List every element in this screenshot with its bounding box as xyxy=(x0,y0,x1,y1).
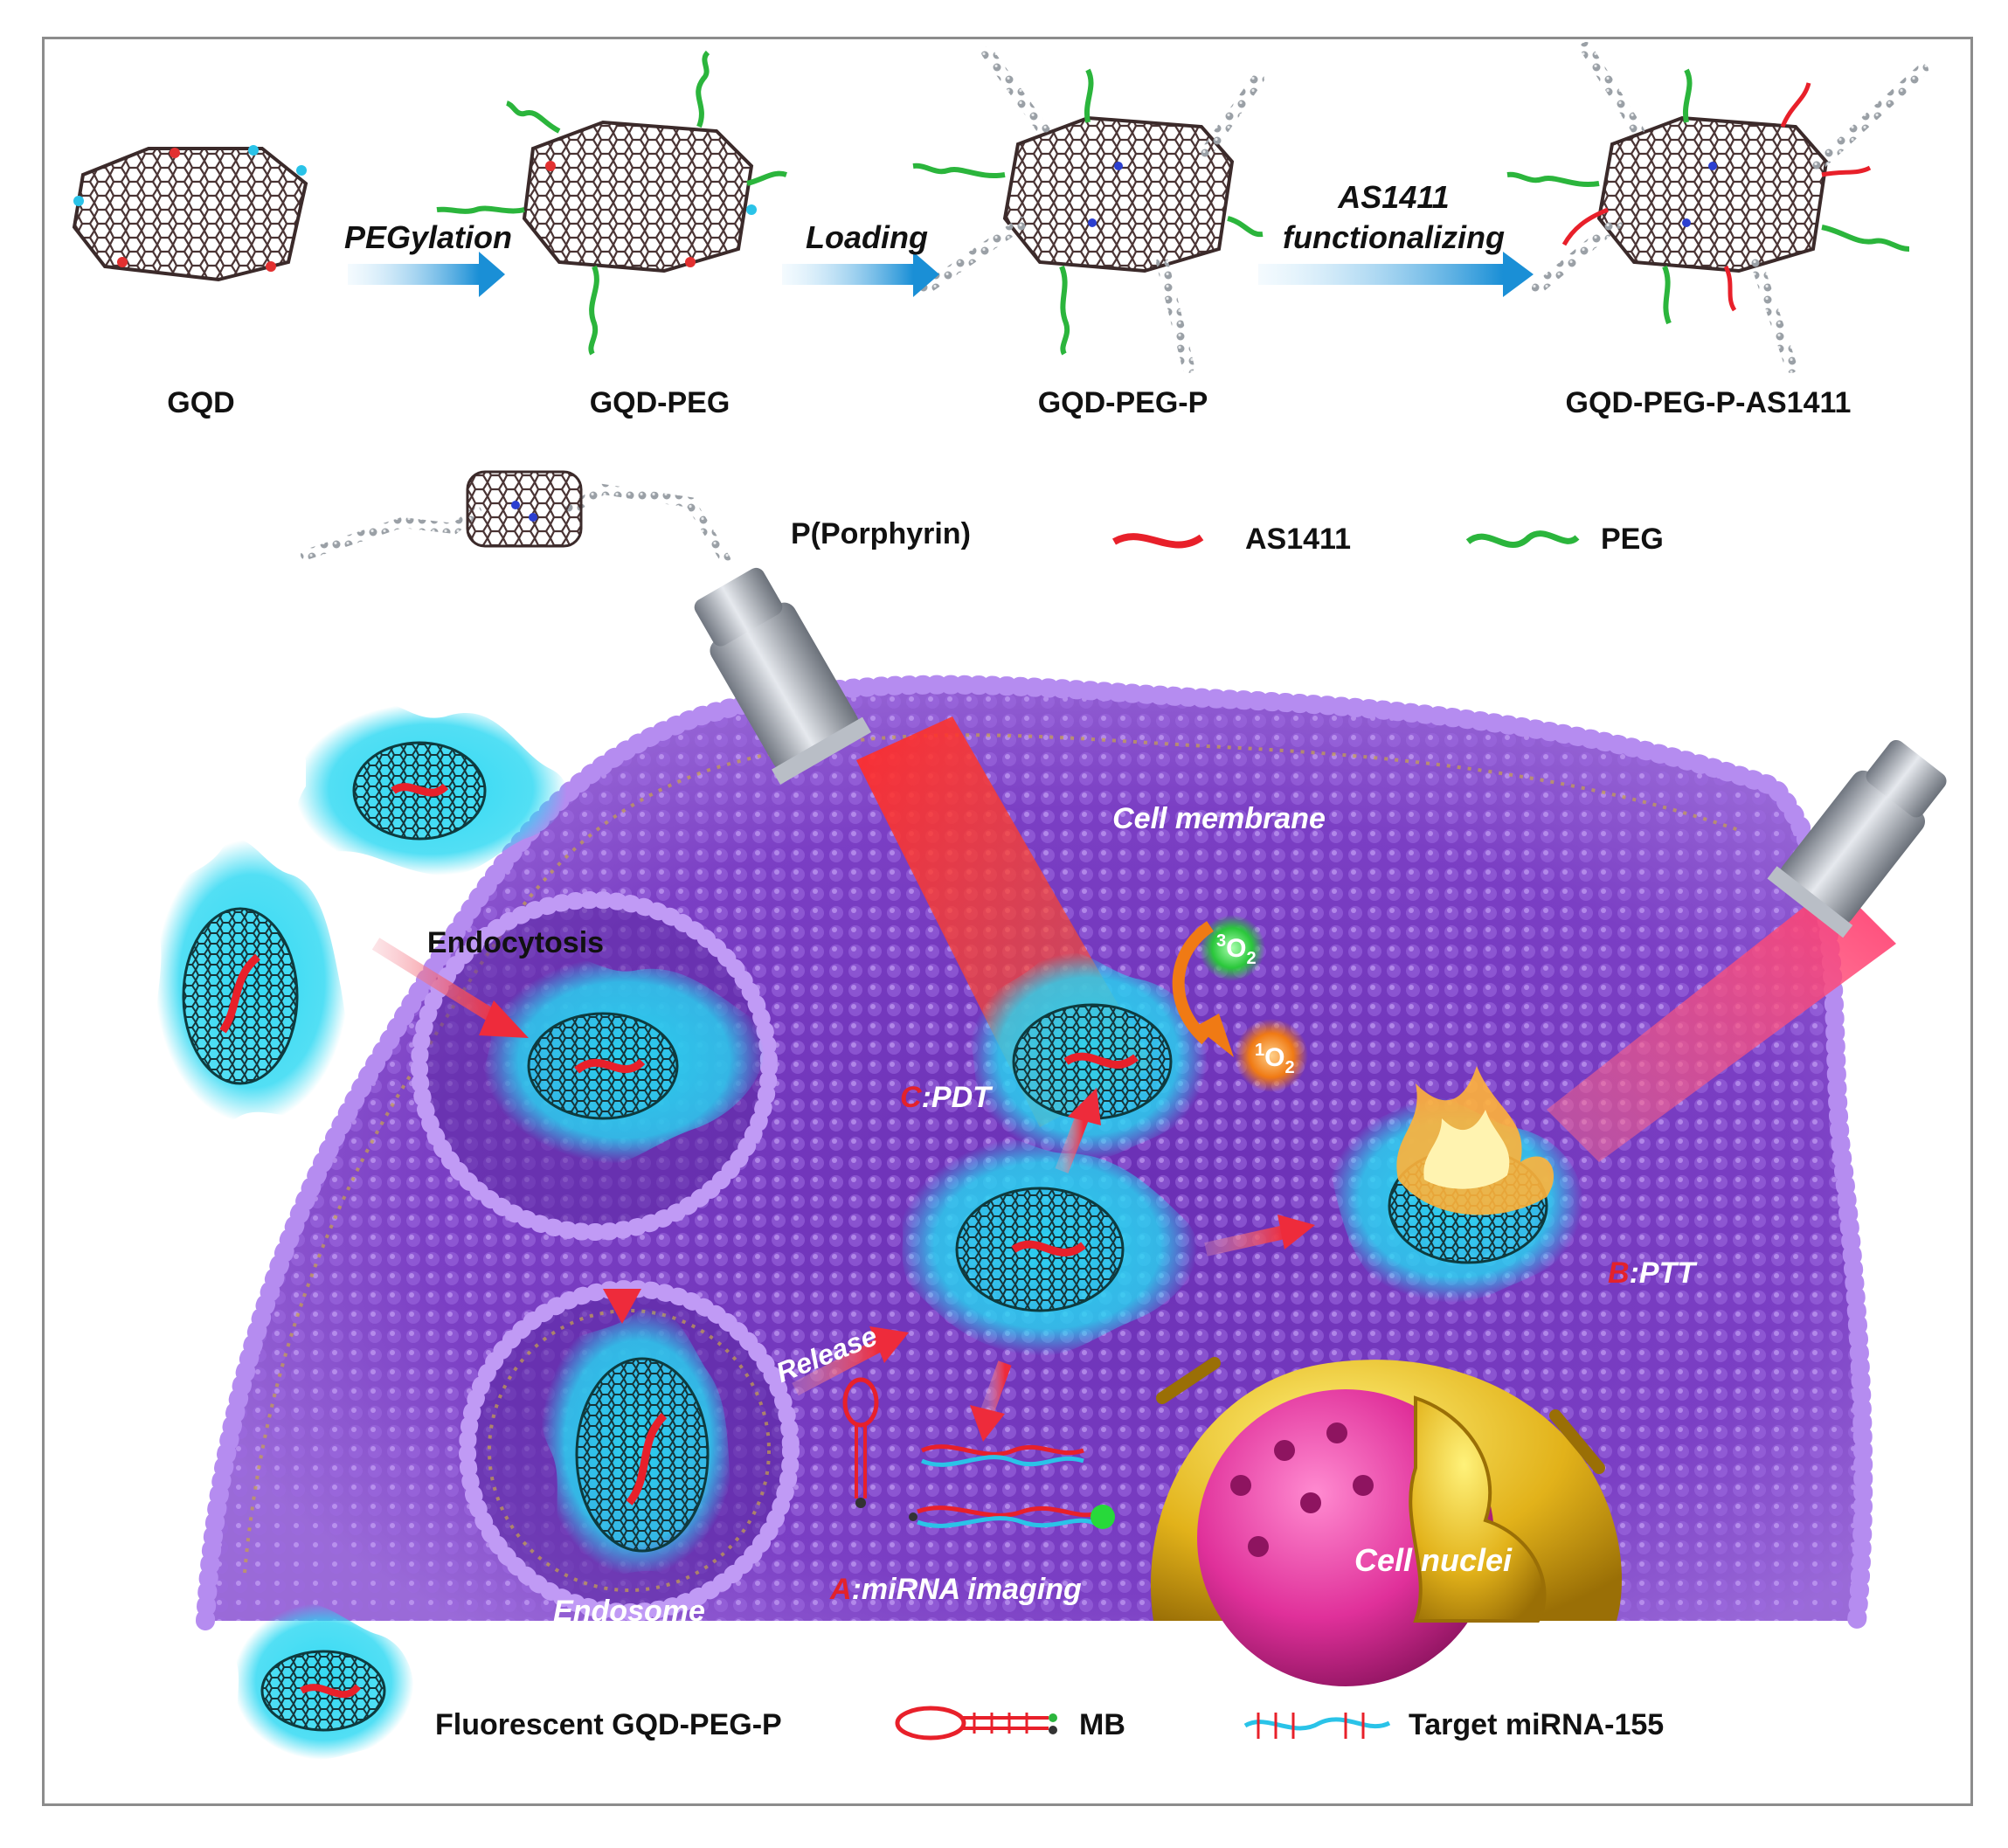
arrow-functionalizing xyxy=(1258,252,1534,297)
oxygen-conversion-arrow xyxy=(1172,921,1215,1045)
flame-icon xyxy=(1396,1066,1554,1215)
legend-peg: PEG xyxy=(1601,523,1664,556)
stage-label-gqd-peg: GQD-PEG xyxy=(590,386,730,419)
label-endosome: Endosome xyxy=(553,1595,705,1628)
legend-porphyrin: P(Porphyrin) xyxy=(791,517,971,550)
molecular-beacon-hairpin xyxy=(842,1377,879,1508)
nanoparticle-outside-2 xyxy=(155,839,349,1124)
stage-label-gqd-peg-p: GQD-PEG-P xyxy=(1038,386,1208,419)
legend-mb: MB xyxy=(1079,1708,1125,1741)
step-functionalizing-line1: AS1411 xyxy=(1337,179,1449,215)
mb-hairpin-icon xyxy=(895,1706,1057,1741)
figure-frame xyxy=(42,37,1973,1806)
label-pdt: C:PDT xyxy=(900,1081,994,1114)
label-triplet-oxygen: 3O2 xyxy=(1216,931,1257,968)
step-functionalizing-line2: functionalizing xyxy=(1283,219,1505,255)
arrow-to-mirna xyxy=(970,1360,1012,1442)
legend-fluorescent-gqd: Fluorescent GQD-PEG-P xyxy=(435,1708,782,1741)
triplet-oxygen-orb xyxy=(1199,915,1265,981)
porphyrin-molecule-icon xyxy=(301,470,730,564)
legend-target-mirna: Target miRNA-155 xyxy=(1409,1708,1664,1741)
mirna-duplex-lower xyxy=(909,1505,1115,1529)
arrow-to-pdt xyxy=(1055,1088,1101,1173)
nanoparticle-outside-1 xyxy=(294,703,567,876)
arrow-endosome-down xyxy=(603,1232,641,1324)
step-pegylation: PEGylation xyxy=(344,219,512,255)
singlet-oxygen-orb xyxy=(1235,1019,1308,1092)
gqd-sheet xyxy=(72,145,308,282)
arrow-loading xyxy=(782,252,939,297)
nanoparticle-pdt xyxy=(968,952,1208,1161)
stage-label-gqd-peg-p-as1411: GQD-PEG-P-AS1411 xyxy=(1566,386,1852,419)
stage-label-gqd: GQD xyxy=(167,386,234,419)
as1411-strand-icon xyxy=(1112,533,1204,549)
target-mirna-icon xyxy=(1243,1713,1391,1739)
gqd-peg-p-as1411-sheet xyxy=(1506,42,1928,373)
arrow-release xyxy=(792,1326,909,1396)
arrow-to-ptt xyxy=(1204,1215,1315,1256)
laser-beam-ptt xyxy=(1547,882,1896,1162)
laser-head-right-icon xyxy=(1767,739,1947,938)
gqd-peg-sheet xyxy=(436,50,787,356)
arrow-pegylation xyxy=(348,252,505,297)
arrow-endocytosis xyxy=(371,938,529,1038)
nanoparticle-endosome-lower xyxy=(540,1307,736,1576)
peg-chain-icon xyxy=(1465,530,1580,548)
cell-nucleus xyxy=(1150,1357,1622,1686)
mirna-duplex-upper xyxy=(921,1444,1084,1467)
step-loading: Loading xyxy=(806,219,928,255)
legend-as1411: AS1411 xyxy=(1245,523,1351,556)
gqd-peg-p-sheet xyxy=(912,46,1264,373)
label-ptt: B:PTT xyxy=(1608,1256,1698,1290)
nanoparticle-released xyxy=(897,1134,1198,1356)
nanoparticle-endosome-upper xyxy=(482,956,765,1164)
label-singlet-oxygen: 1O2 xyxy=(1255,1041,1295,1077)
label-cell-membrane: Cell membrane xyxy=(1112,802,1326,835)
label-endocytosis: Endocytosis xyxy=(427,926,604,959)
label-cell-nuclei: Cell nuclei xyxy=(1354,1542,1513,1578)
label-mirna-imaging: A:miRNA imaging xyxy=(829,1573,1082,1606)
laser-head-left-icon xyxy=(694,567,871,785)
fluorescent-particle-icon xyxy=(233,1602,414,1760)
